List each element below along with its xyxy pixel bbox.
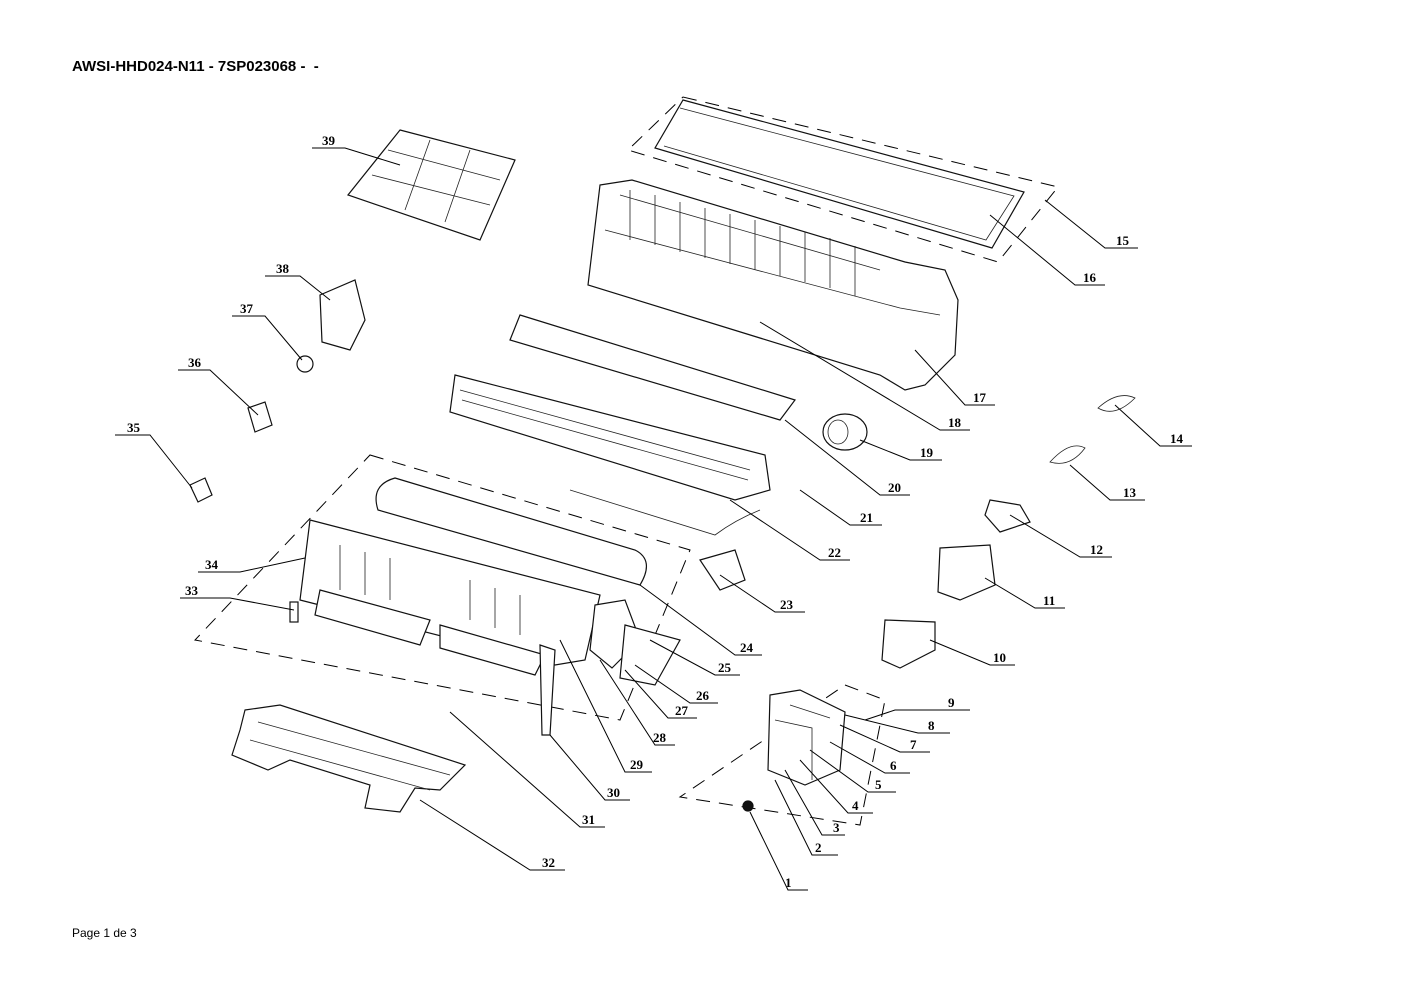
callout-26: 26 xyxy=(696,688,710,703)
dashed-outlines xyxy=(194,96,1059,826)
callout-8: 8 xyxy=(928,718,935,733)
cords xyxy=(1049,395,1136,464)
callout-27: 27 xyxy=(675,703,689,718)
callout-34: 34 xyxy=(205,557,219,572)
callout-7: 7 xyxy=(910,737,917,752)
covers xyxy=(699,499,1031,669)
callout-2: 2 xyxy=(815,840,822,855)
callout-23: 23 xyxy=(780,597,794,612)
callout-15: 15 xyxy=(1116,233,1130,248)
callout-39: 39 xyxy=(322,133,336,148)
document-title: AWSI-HHD024-N11 - 7SP023068 - - xyxy=(72,58,319,75)
callout-37: 37 xyxy=(240,301,254,316)
callout-25: 25 xyxy=(718,660,732,675)
callout-38: 38 xyxy=(276,261,290,276)
callout-16: 16 xyxy=(1083,270,1097,285)
mounting-plate xyxy=(231,704,467,813)
air-filter xyxy=(346,129,516,241)
small-parts xyxy=(189,279,366,623)
callout-labels: 1 2 3 4 5 6 7 8 9 10 11 12 13 14 15 16 1… xyxy=(127,133,1184,890)
callout-13: 13 xyxy=(1123,485,1137,500)
callout-14: 14 xyxy=(1170,431,1184,446)
callout-36: 36 xyxy=(188,355,202,370)
callout-35: 35 xyxy=(127,420,141,435)
callout-9: 9 xyxy=(948,695,955,710)
callout-19: 19 xyxy=(920,445,934,460)
fan-motor xyxy=(822,413,868,451)
callout-4: 4 xyxy=(852,798,859,813)
callout-18: 18 xyxy=(948,415,962,430)
callout-5: 5 xyxy=(875,777,882,792)
callout-31: 31 xyxy=(582,812,595,827)
callout-10: 10 xyxy=(993,650,1006,665)
page-footer: Page 1 de 3 xyxy=(72,926,137,940)
callout-11: 11 xyxy=(1043,593,1055,608)
callout-17: 17 xyxy=(973,390,987,405)
callout-33: 33 xyxy=(185,583,199,598)
callout-24: 24 xyxy=(740,640,754,655)
callout-20: 20 xyxy=(888,480,901,495)
callout-3: 3 xyxy=(833,820,840,835)
callout-28: 28 xyxy=(653,730,667,745)
callout-21: 21 xyxy=(860,510,873,525)
callout-22: 22 xyxy=(828,545,841,560)
callout-6: 6 xyxy=(890,758,897,773)
callout-29: 29 xyxy=(630,757,644,772)
base-frame xyxy=(299,519,681,736)
chassis xyxy=(587,179,959,391)
callout-12: 12 xyxy=(1090,542,1103,557)
evaporator xyxy=(375,314,796,586)
callout-30: 30 xyxy=(607,785,620,800)
front-panel xyxy=(654,99,1025,249)
leader-lines xyxy=(115,147,1192,891)
callout-32: 32 xyxy=(542,855,555,870)
callout-1: 1 xyxy=(785,875,792,890)
